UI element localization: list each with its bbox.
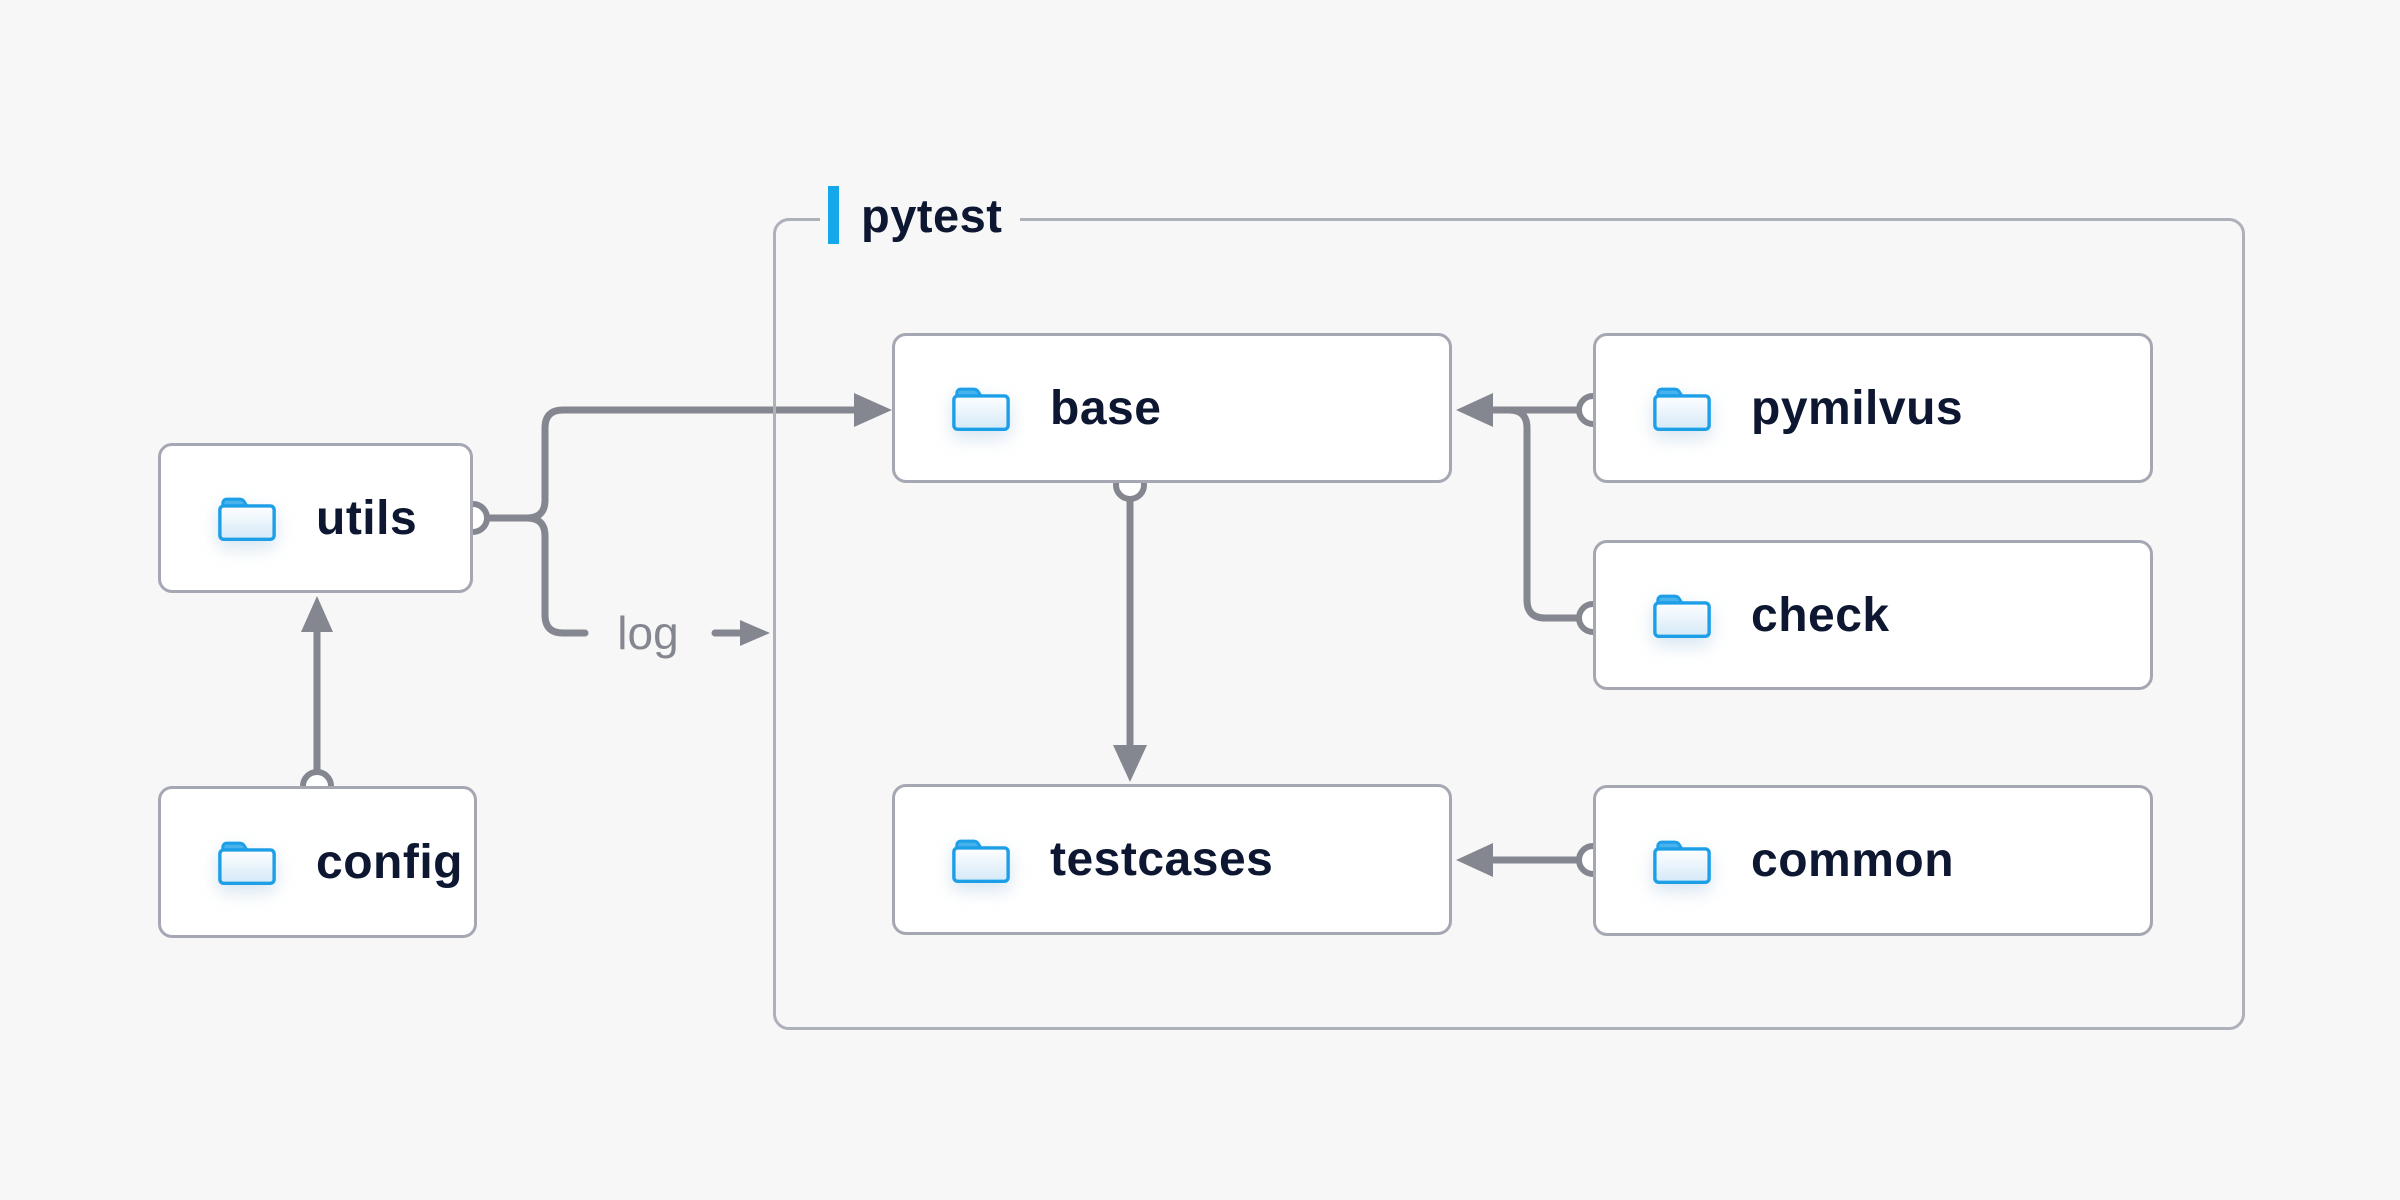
- arrowhead-into-utils: [301, 596, 333, 632]
- edge-check-base: [1496, 406, 1583, 622]
- folder-icon: [950, 834, 1012, 886]
- pytest-group-title: pytest: [861, 188, 1003, 242]
- folder-icon: [216, 492, 278, 544]
- node-label: testcases: [1050, 833, 1274, 886]
- edge-utils-log: [483, 514, 589, 637]
- folder-icon: [1651, 589, 1713, 641]
- pytest-group-label: pytest: [820, 180, 1021, 250]
- arrowhead-into-base-left: [854, 393, 892, 427]
- node-testcases: testcases: [892, 784, 1452, 935]
- folder-icon: [1651, 835, 1713, 887]
- folder-icon: [950, 382, 1012, 434]
- node-label: utils: [316, 491, 418, 545]
- pytest-group-container: [773, 218, 2245, 1030]
- node-label: check: [1751, 588, 1890, 642]
- node-label: pymilvus: [1751, 381, 1964, 435]
- node-common: common: [1593, 785, 2153, 936]
- edge-label-log: log: [598, 602, 698, 664]
- accent-bar-icon: [828, 186, 839, 244]
- node-label: config: [316, 835, 463, 889]
- arrowhead-log: [740, 620, 770, 646]
- arrowhead-into-base-right: [1456, 393, 1493, 427]
- node-label: base: [1050, 381, 1162, 435]
- node-utils: utils: [158, 443, 473, 593]
- arrowhead-into-testcases-top: [1113, 745, 1147, 782]
- node-config: config: [158, 786, 477, 938]
- arrowhead-into-testcases-right: [1456, 843, 1493, 877]
- node-check: check: [1593, 540, 2153, 690]
- folder-icon: [216, 836, 278, 888]
- node-pymilvus: pymilvus: [1593, 333, 2153, 483]
- folder-icon: [1651, 382, 1713, 434]
- node-label: common: [1751, 834, 1955, 887]
- node-base: base: [892, 333, 1452, 483]
